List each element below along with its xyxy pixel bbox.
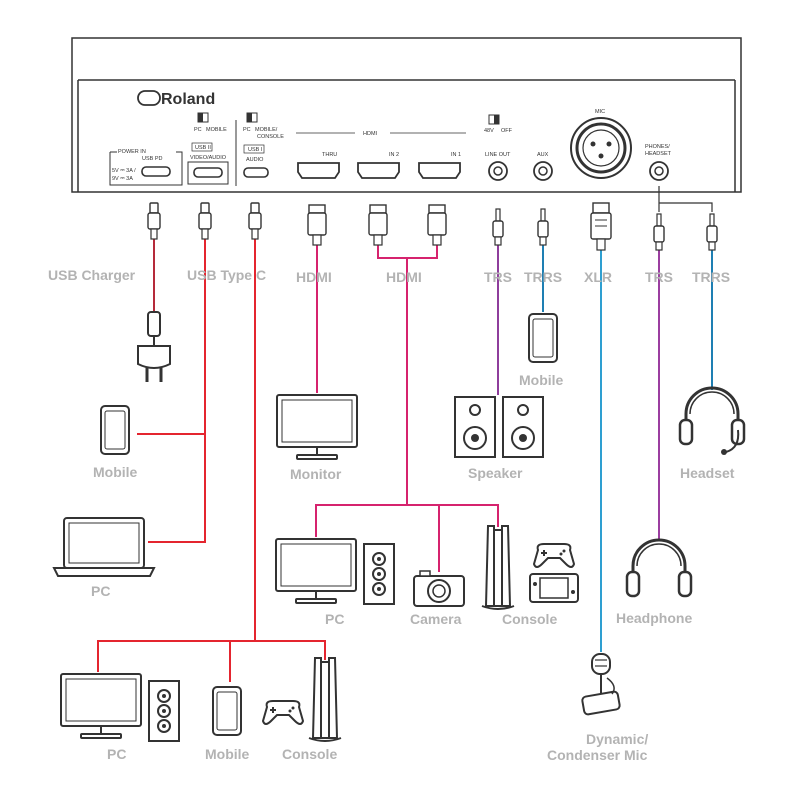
device-mobile-usb1: Mobile bbox=[205, 746, 250, 762]
phantom-power-switch: 48V OFF bbox=[484, 114, 513, 134]
plugs bbox=[147, 202, 718, 251]
svg-text:IN 1: IN 1 bbox=[451, 152, 461, 158]
svg-text:9V ⎓ 3A: 9V ⎓ 3A bbox=[112, 176, 133, 182]
hdmi-in-cable bbox=[315, 245, 499, 572]
svg-text:MOBILE: MOBILE bbox=[206, 127, 227, 133]
svg-text:5V ⎓ 3A /: 5V ⎓ 3A / bbox=[112, 168, 136, 174]
microphone-icon bbox=[581, 653, 621, 716]
label-trs-line-out: TRS bbox=[484, 269, 512, 285]
label-usb-type-c: USB Type C bbox=[187, 267, 266, 283]
svg-text:USB II: USB II bbox=[195, 145, 211, 151]
device-pc-hdmi: PC bbox=[325, 611, 344, 627]
svg-text:PC: PC bbox=[243, 127, 251, 133]
svg-text:IN 2: IN 2 bbox=[389, 152, 399, 158]
device-console-usb1: Console bbox=[282, 746, 337, 762]
svg-text:AUDIO: AUDIO bbox=[246, 157, 264, 163]
svg-text:THRU: THRU bbox=[322, 152, 337, 158]
svg-text:VIDEO/AUDIO: VIDEO/AUDIO bbox=[190, 155, 227, 161]
xlr-plug bbox=[590, 202, 612, 251]
monitor-icon bbox=[276, 394, 358, 460]
mobile-usb1-icon bbox=[212, 686, 242, 736]
svg-text:PHONES/: PHONES/ bbox=[645, 144, 670, 150]
usb2-cable bbox=[137, 238, 206, 543]
power-in-port: POWER IN USB PD 5V ⎓ 3A / 9V ⎓ 3A bbox=[109, 149, 183, 186]
gamepad-icon bbox=[533, 543, 575, 568]
console-usb1-gamepad-icon bbox=[262, 700, 304, 725]
svg-text:HDMI: HDMI bbox=[363, 131, 378, 137]
svg-text:HEADSET: HEADSET bbox=[645, 151, 672, 157]
svg-text:MIC: MIC bbox=[595, 109, 605, 115]
device-panel: Roland POWER IN USB PD 5V ⎓ 3A / 9V ⎓ 3A… bbox=[71, 37, 742, 193]
device-speaker: Speaker bbox=[468, 465, 523, 481]
phones-port: PHONES/ HEADSET bbox=[645, 144, 672, 181]
label-xlr: XLR bbox=[584, 269, 612, 285]
pc-usb1-tower-icon bbox=[148, 680, 180, 742]
phones-split bbox=[658, 186, 713, 212]
headset-icon bbox=[678, 386, 746, 455]
svg-text:MOBILE/: MOBILE/ bbox=[255, 127, 278, 133]
laptop-icon bbox=[52, 517, 156, 577]
usb1-port: PC MOBILE/ CONSOLE USB I AUDIO bbox=[243, 112, 284, 178]
pc-tower-icon bbox=[363, 543, 395, 605]
connection-labels: USB Charger USB Type C HDMI HDMI TRS TRR… bbox=[48, 267, 730, 285]
line-out-port: LINE OUT bbox=[485, 152, 511, 181]
svg-text:OFF: OFF bbox=[501, 128, 513, 134]
label-trrs-phones: TRRS bbox=[692, 269, 730, 285]
svg-text:USB PD: USB PD bbox=[142, 156, 163, 162]
svg-text:CONSOLE: CONSOLE bbox=[257, 134, 284, 140]
console-tower-icon bbox=[481, 525, 515, 610]
svg-text:PC: PC bbox=[194, 127, 202, 133]
device-mic-line2: Condenser Mic bbox=[547, 747, 648, 763]
usb-charger-icon bbox=[137, 311, 171, 382]
device-headset: Headset bbox=[680, 465, 735, 481]
device-mobile-aux: Mobile bbox=[519, 372, 564, 388]
pc-usb1-monitor-icon bbox=[60, 673, 142, 739]
pc-monitor-icon bbox=[275, 538, 357, 604]
speaker-icon bbox=[454, 396, 544, 458]
device-mic-line1: Dynamic/ bbox=[586, 731, 648, 747]
hdmi-ports: HDMI THRU IN 2 IN 1 bbox=[296, 131, 466, 179]
svg-text:LINE OUT: LINE OUT bbox=[485, 152, 511, 158]
handheld-console-icon bbox=[529, 573, 579, 603]
svg-text:USB I: USB I bbox=[248, 147, 263, 153]
usb2-port: PC MOBILE USB II VIDEO/AUDIO bbox=[187, 112, 229, 185]
usb1-cable bbox=[97, 238, 326, 682]
device-headphone: Headphone bbox=[616, 610, 692, 626]
svg-text:48V: 48V bbox=[484, 128, 494, 134]
device-camera: Camera bbox=[410, 611, 462, 627]
camera-icon bbox=[413, 570, 465, 607]
device-pc-usb1: PC bbox=[107, 746, 126, 762]
roland-logo: Roland bbox=[137, 90, 215, 108]
svg-text:AUX: AUX bbox=[537, 152, 549, 158]
label-trrs-aux: TRRS bbox=[524, 269, 562, 285]
svg-text:POWER IN: POWER IN bbox=[118, 149, 146, 155]
label-usb-charger: USB Charger bbox=[48, 267, 136, 283]
label-hdmi-out: HDMI bbox=[296, 269, 332, 285]
console-usb1-tower-icon bbox=[308, 657, 342, 742]
mobile-aux-icon bbox=[528, 313, 558, 363]
device-console-hdmi: Console bbox=[502, 611, 557, 627]
device-pc-usb: PC bbox=[91, 583, 110, 599]
brand-name: Roland bbox=[161, 91, 215, 108]
mic-port: MIC bbox=[570, 109, 632, 179]
label-trs-phones: TRS bbox=[645, 269, 673, 285]
device-monitor: Monitor bbox=[290, 466, 342, 482]
headphone-icon bbox=[625, 538, 693, 598]
aux-port: AUX bbox=[533, 152, 553, 181]
device-mobile-usb: Mobile bbox=[93, 464, 138, 480]
mobile-phone-icon bbox=[100, 405, 130, 455]
label-hdmi-in: HDMI bbox=[386, 269, 422, 285]
cables bbox=[97, 186, 713, 682]
